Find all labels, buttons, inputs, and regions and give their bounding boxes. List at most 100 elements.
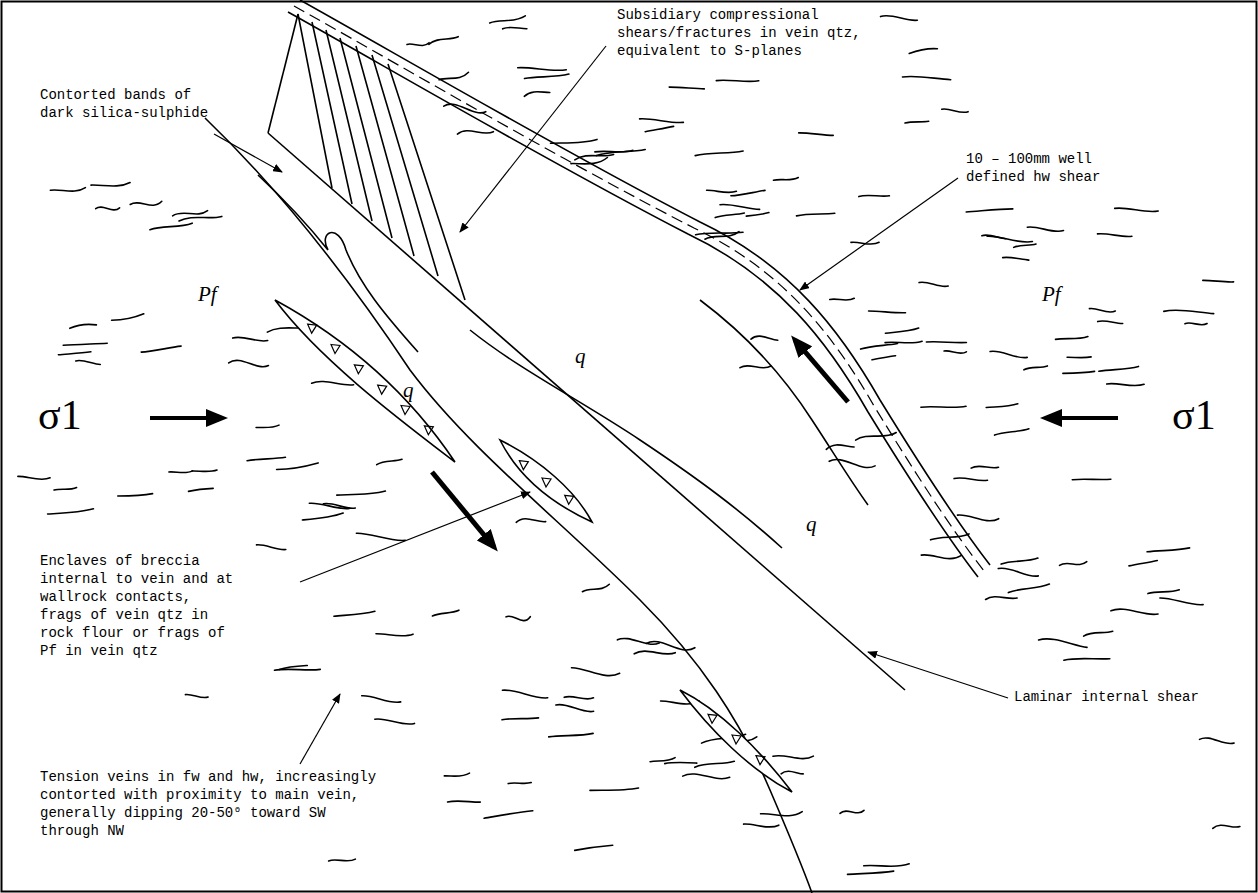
leader-line: [214, 134, 282, 172]
tension-vein: [1115, 208, 1159, 212]
tension-vein: [1213, 825, 1240, 828]
tension-vein: [525, 74, 569, 78]
tension-vein: [323, 503, 355, 508]
tension-vein: [508, 783, 531, 784]
tension-vein: [575, 845, 613, 850]
tension-vein: [50, 188, 85, 191]
breccia-triangle: [732, 735, 741, 744]
tension-veins: [18, 16, 1240, 875]
tension-vein: [169, 471, 193, 473]
tension-vein: [1089, 308, 1115, 312]
shear-sense-arrow: [795, 340, 848, 402]
tension-vein: [669, 87, 704, 89]
tension-vein: [1056, 337, 1088, 340]
tension-vein: [329, 859, 356, 861]
tension-vein: [312, 382, 354, 386]
tension-vein: [640, 119, 684, 123]
tension-vein: [905, 121, 929, 123]
tension-vein: [277, 463, 319, 470]
tension-vein: [150, 223, 192, 230]
tension-vein: [903, 76, 951, 79]
breccia-triangle: [308, 324, 317, 333]
tension-vein: [185, 694, 208, 697]
tension-vein: [564, 696, 593, 699]
callout-note: Enclaves of breccia internal to vein and…: [40, 552, 240, 660]
tension-vein: [645, 126, 673, 131]
tension-vein: [506, 616, 530, 620]
tension-vein: [695, 761, 735, 767]
tension-vein: [859, 195, 890, 196]
tension-vein: [439, 72, 468, 80]
rock-symbol: Pf: [198, 282, 217, 306]
tension-vein: [334, 611, 375, 616]
tension-vein: [1060, 562, 1087, 566]
tension-vein: [1203, 280, 1234, 282]
breccia-lens: [275, 300, 455, 462]
tension-vein: [695, 151, 743, 156]
tension-vein: [885, 341, 922, 343]
tension-vein: [1008, 584, 1049, 593]
tension-vein: [740, 366, 771, 368]
tension-vein: [982, 235, 1006, 239]
sigma1-arrow: [150, 416, 222, 420]
tension-vein: [444, 773, 469, 776]
tension-vein: [781, 771, 803, 774]
callout-note: Contorted bands of dark silica-sulphide: [40, 86, 230, 122]
tension-vein: [683, 774, 730, 779]
tension-vein: [179, 216, 222, 221]
tension-vein: [1164, 310, 1214, 314]
tension-vein: [864, 864, 909, 867]
tension-vein: [872, 356, 896, 360]
leader-line: [800, 178, 958, 290]
tension-vein: [582, 584, 609, 591]
tension-vein: [256, 425, 279, 427]
tension-vein: [998, 568, 1038, 576]
sigma1-arrow: [1046, 416, 1118, 420]
tension-vein: [524, 92, 550, 97]
tension-vein: [1014, 244, 1036, 247]
tension-vein: [829, 460, 875, 468]
tension-vein: [1003, 257, 1029, 260]
tension-vein: [1147, 548, 1190, 552]
tension-vein: [590, 788, 639, 790]
tension-vein: [1098, 234, 1132, 237]
tension-vein: [96, 207, 120, 210]
tension-vein: [1160, 598, 1203, 605]
fracture-block-edge: [268, 14, 298, 133]
tension-vein: [1129, 561, 1157, 566]
tension-vein: [189, 488, 214, 491]
tension-vein: [731, 190, 765, 195]
tension-vein: [362, 696, 401, 703]
hw-shear-dash: [294, 6, 984, 571]
tension-vein: [54, 488, 77, 491]
tension-vein: [720, 204, 760, 209]
tension-vein: [921, 555, 961, 559]
tension-vein: [229, 360, 269, 366]
tension-vein: [995, 429, 1029, 435]
tension-vein: [990, 351, 1027, 358]
tension-vein: [70, 324, 97, 328]
tension-vein: [830, 298, 855, 300]
stress-arrows: [150, 340, 1118, 547]
tension-vein: [774, 178, 799, 181]
tension-vein: [375, 719, 415, 724]
laminar-shear: [268, 133, 905, 690]
tension-vein: [377, 459, 402, 464]
tension-vein: [1039, 639, 1087, 647]
callout-note: 10 – 100mm well defined hw shear: [966, 150, 1116, 186]
tension-vein: [1067, 356, 1091, 358]
tension-vein: [665, 762, 697, 763]
breccia-triangle: [542, 478, 551, 487]
tension-vein: [634, 651, 675, 654]
tension-vein: [942, 109, 968, 113]
rock-symbol: q: [403, 378, 414, 402]
tension-vein: [958, 515, 999, 521]
tension-vein: [617, 638, 659, 644]
tension-vein: [1064, 659, 1110, 661]
tension-vein: [909, 49, 937, 54]
leader-lines: [214, 46, 1008, 764]
tension-vein: [356, 533, 405, 540]
tension-vein: [112, 314, 144, 321]
